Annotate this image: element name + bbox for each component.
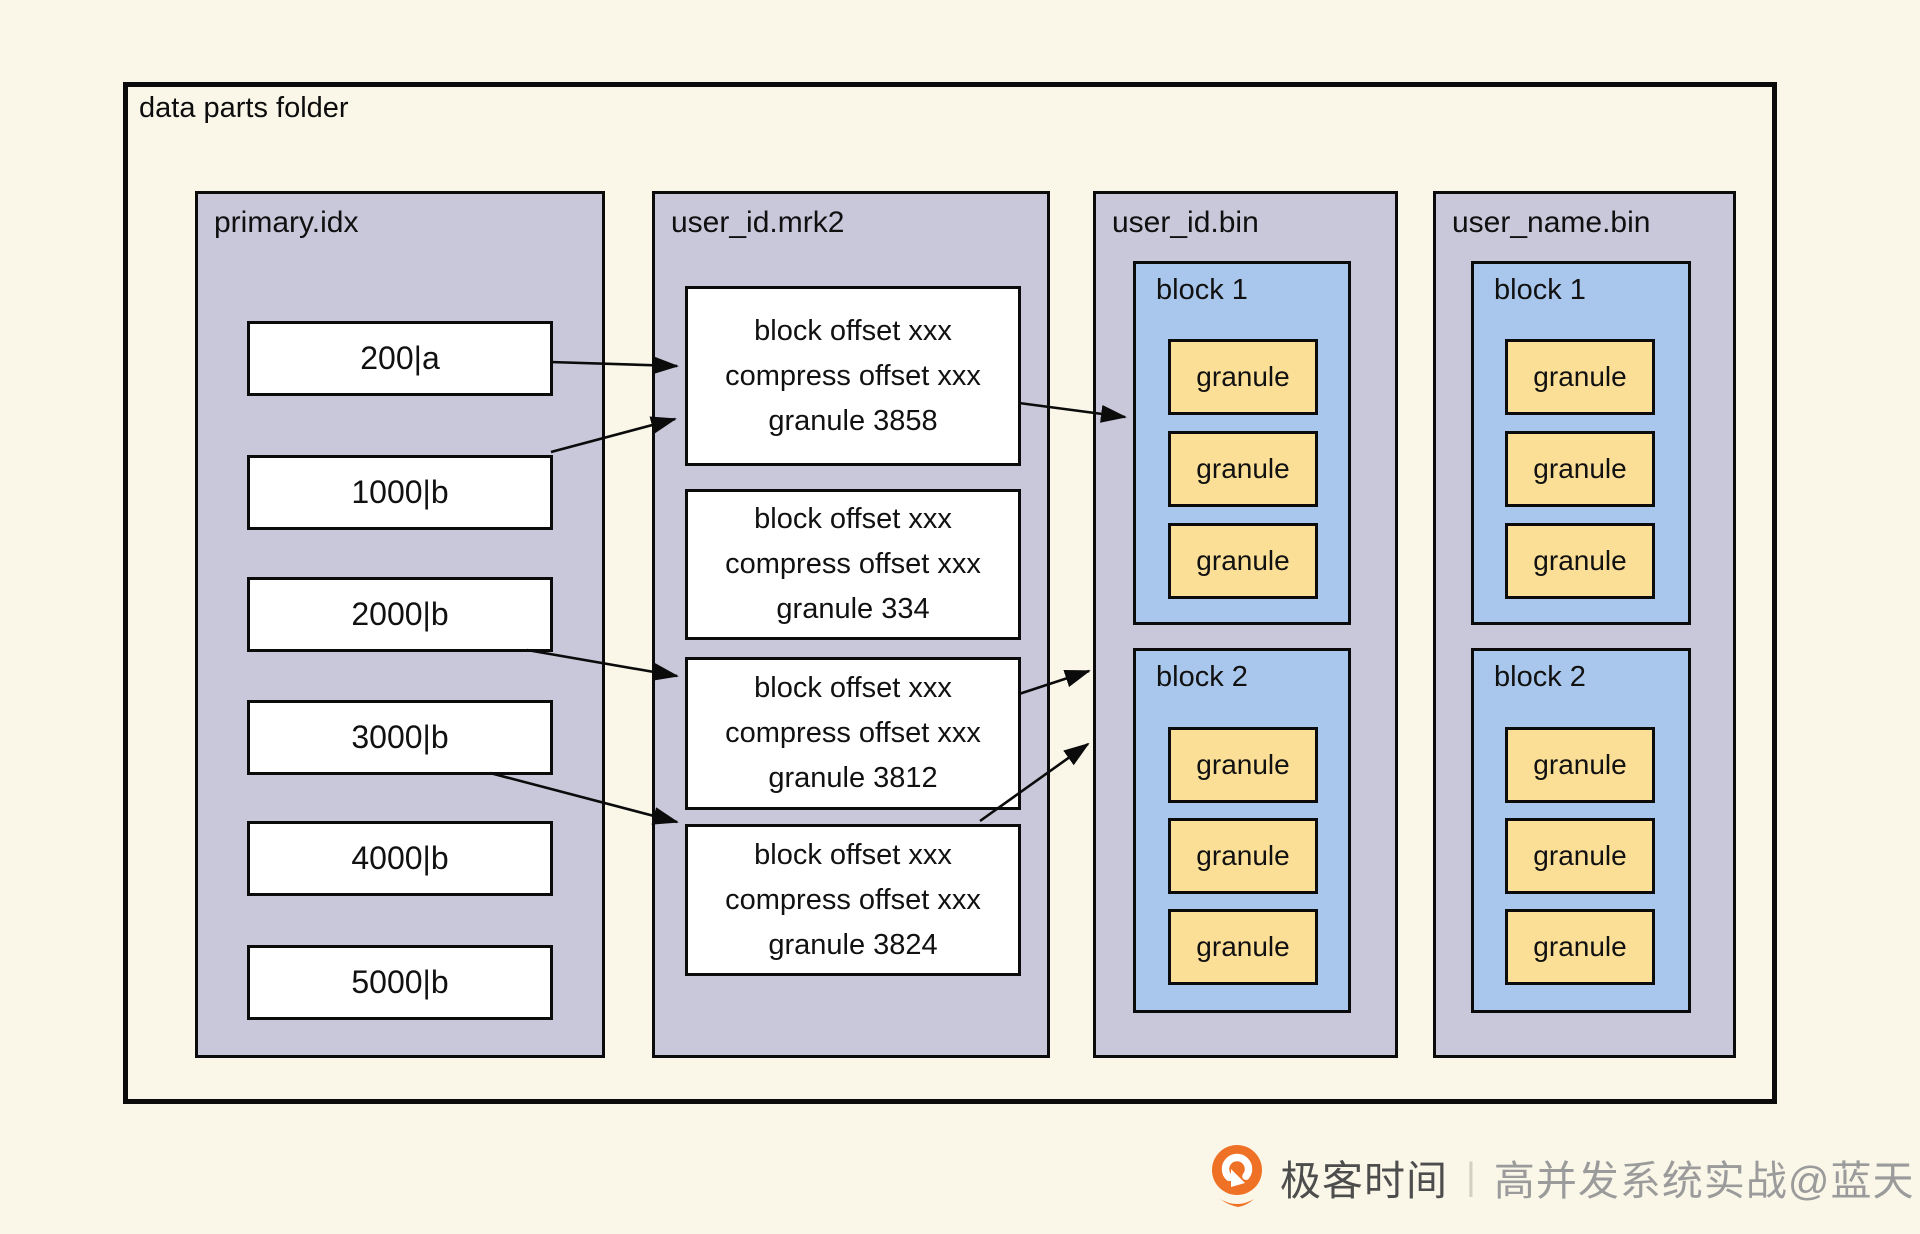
granule-box: granule [1505, 909, 1655, 985]
idx-row-4000b: 4000|b [247, 821, 553, 896]
primary-idx-label: primary.idx [214, 206, 359, 239]
user-name-bin-block-2: block 2 granule granule granule [1471, 648, 1691, 1013]
primary-idx-panel: primary.idx 200|a 1000|b 2000|b 3000|b 4… [195, 191, 605, 1058]
mark-line: compress offset xxx [725, 359, 981, 392]
user-name-bin-panel: user_name.bin block 1 granule granule gr… [1433, 191, 1736, 1058]
user-id-mrk2-panel: user_id.mrk2 block offset xxx compress o… [652, 191, 1050, 1058]
geektime-logo-icon [1212, 1145, 1262, 1207]
mark-line: granule 3824 [768, 928, 938, 961]
container-label: data parts folder [139, 92, 349, 124]
idx-row-2000b: 2000|b [247, 577, 553, 652]
user-id-bin-label: user_id.bin [1112, 206, 1259, 239]
granule-box: granule [1168, 727, 1318, 803]
block-label: block 1 [1156, 274, 1248, 306]
mark-line: compress offset xxx [725, 883, 981, 916]
footer-divider: | [1466, 1155, 1476, 1198]
mark-line: compress offset xxx [725, 548, 981, 580]
granule-box: granule [1168, 339, 1318, 415]
idx-row-1000b: 1000|b [247, 455, 553, 530]
granule-box: granule [1505, 339, 1655, 415]
granule-box: granule [1505, 431, 1655, 507]
block-label: block 2 [1156, 661, 1248, 693]
mark-line: block offset xxx [754, 314, 952, 347]
granule-box: granule [1168, 431, 1318, 507]
mark-line: granule 334 [776, 593, 930, 625]
mark-line: block offset xxx [754, 838, 952, 871]
footer-brand-bar: 极客时间 | 高并发系统实战@蓝天 [1208, 1142, 1915, 1212]
block-label: block 1 [1494, 274, 1586, 306]
user-id-bin-block-1: block 1 granule granule granule [1133, 261, 1351, 625]
granule-box: granule [1168, 818, 1318, 894]
block-label: block 2 [1494, 661, 1586, 693]
mark-line: compress offset xxx [725, 717, 981, 749]
granule-box: granule [1168, 523, 1318, 599]
mark-box-granule-3812: block offset xxx compress offset xxx gra… [685, 657, 1021, 810]
idx-row-3000b: 3000|b [247, 700, 553, 775]
user-name-bin-label: user_name.bin [1452, 206, 1651, 239]
credit-text: 高并发系统实战@蓝天 [1493, 1158, 1915, 1204]
granule-box: granule [1505, 523, 1655, 599]
granule-box: granule [1505, 818, 1655, 894]
mark-box-granule-334: block offset xxx compress offset xxx gra… [685, 489, 1021, 640]
user-id-bin-panel: user_id.bin block 1 granule granule gran… [1093, 191, 1398, 1058]
mark-line: block offset xxx [754, 503, 952, 535]
mark-line: granule 3858 [768, 404, 938, 437]
mark-line: granule 3812 [768, 762, 938, 794]
mark-box-granule-3824: block offset xxx compress offset xxx gra… [685, 824, 1021, 976]
idx-row-5000b: 5000|b [247, 945, 553, 1020]
user-name-bin-block-1: block 1 granule granule granule [1471, 261, 1691, 625]
brand-name: 极客时间 [1280, 1158, 1448, 1204]
granule-box: granule [1168, 909, 1318, 985]
idx-row-200a: 200|a [247, 321, 553, 396]
mark-box-granule-3858: block offset xxx compress offset xxx gra… [685, 286, 1021, 466]
data-parts-folder-container [123, 82, 1777, 1104]
user-id-bin-block-2: block 2 granule granule granule [1133, 648, 1351, 1013]
user-id-mrk2-label: user_id.mrk2 [671, 206, 845, 239]
mark-line: block offset xxx [754, 672, 952, 704]
granule-box: granule [1505, 727, 1655, 803]
